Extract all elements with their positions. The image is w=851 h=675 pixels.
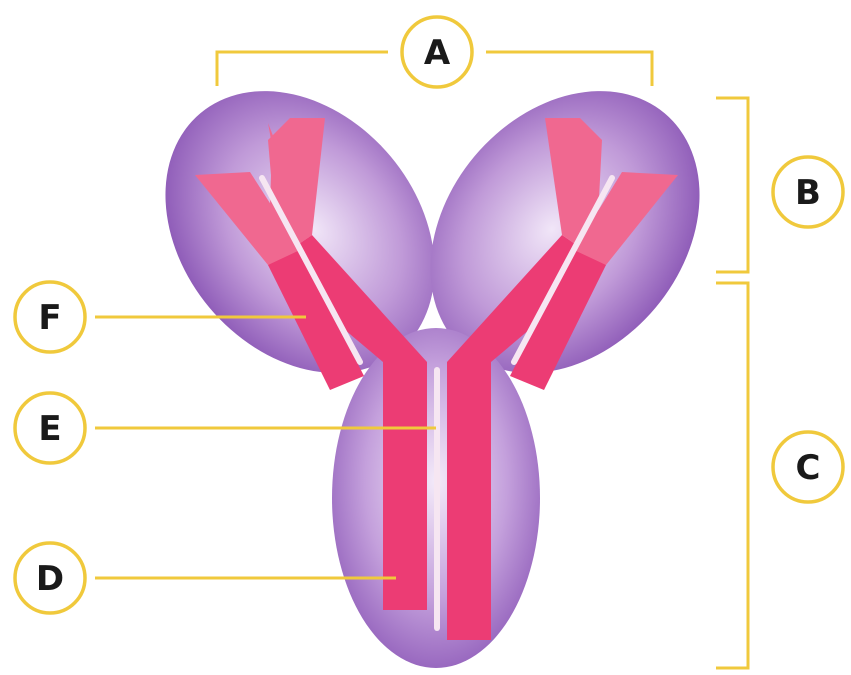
label-a-text: A xyxy=(424,33,451,73)
label-f-text: F xyxy=(38,298,61,338)
label-d: D xyxy=(15,543,85,613)
label-a: A xyxy=(402,17,472,87)
label-d-text: D xyxy=(36,559,64,599)
label-c-text: C xyxy=(796,448,821,488)
label-b: B xyxy=(773,157,843,227)
label-b-text: B xyxy=(795,173,821,213)
label-f: F xyxy=(15,282,85,352)
label-e: E xyxy=(15,393,85,463)
label-e-text: E xyxy=(38,409,61,449)
label-c: C xyxy=(773,432,843,502)
